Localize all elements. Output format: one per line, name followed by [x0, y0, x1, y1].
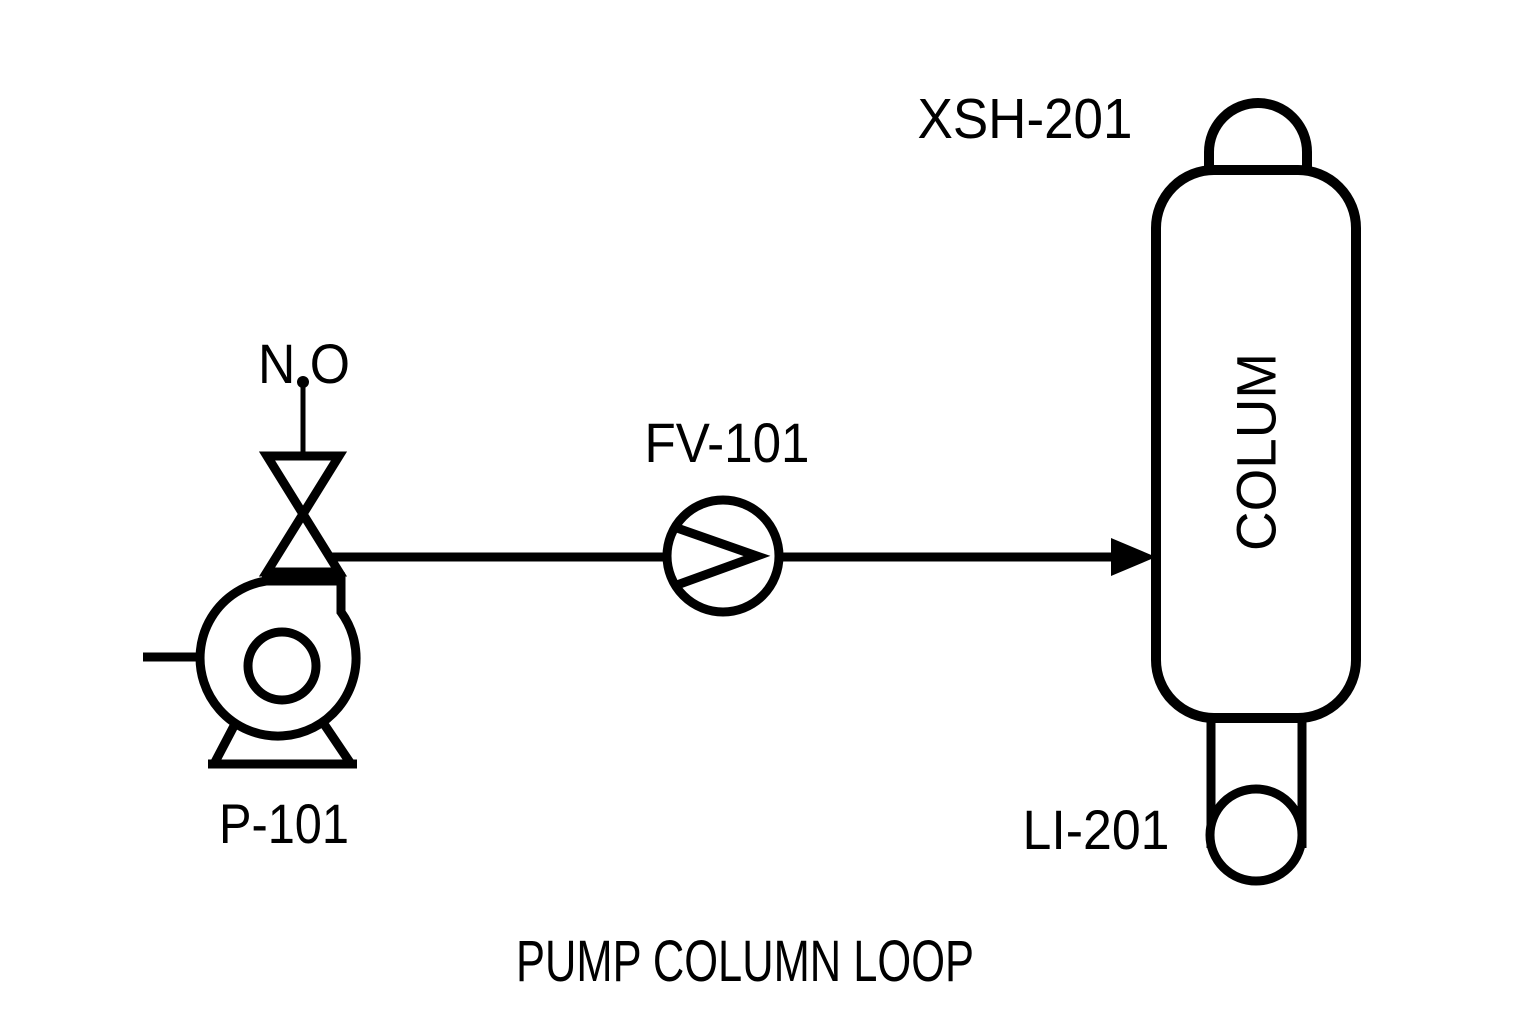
valve-symbol — [258, 376, 348, 577]
flow-valve-symbol — [662, 495, 784, 617]
flow-valve-label: FV-101 — [645, 411, 810, 474]
column-top-dome — [1204, 98, 1312, 174]
valve-body-icon — [258, 451, 348, 577]
pump-impeller-circle — [243, 627, 321, 705]
valve-actuator-dot — [297, 376, 309, 388]
column-symbol: COLUM — [1151, 98, 1361, 886]
column-tag-label: XSH-201 — [918, 87, 1133, 151]
pump-symbol — [143, 572, 361, 769]
column-body-label: COLUM — [1225, 353, 1288, 551]
level-indicator-label: LI-201 — [1023, 798, 1170, 861]
flow-direction-chevron-icon — [675, 523, 771, 590]
valve-position-label: N.O — [258, 332, 350, 395]
pump-feet-icon — [208, 718, 357, 769]
level-instrument-circle — [1205, 784, 1307, 886]
diagram-title: PUMP COLUMN LOOP — [516, 929, 974, 994]
pump-tag-label: P-101 — [219, 792, 349, 855]
flow-arrowhead-icon — [1111, 538, 1156, 576]
column-body — [1151, 165, 1361, 723]
